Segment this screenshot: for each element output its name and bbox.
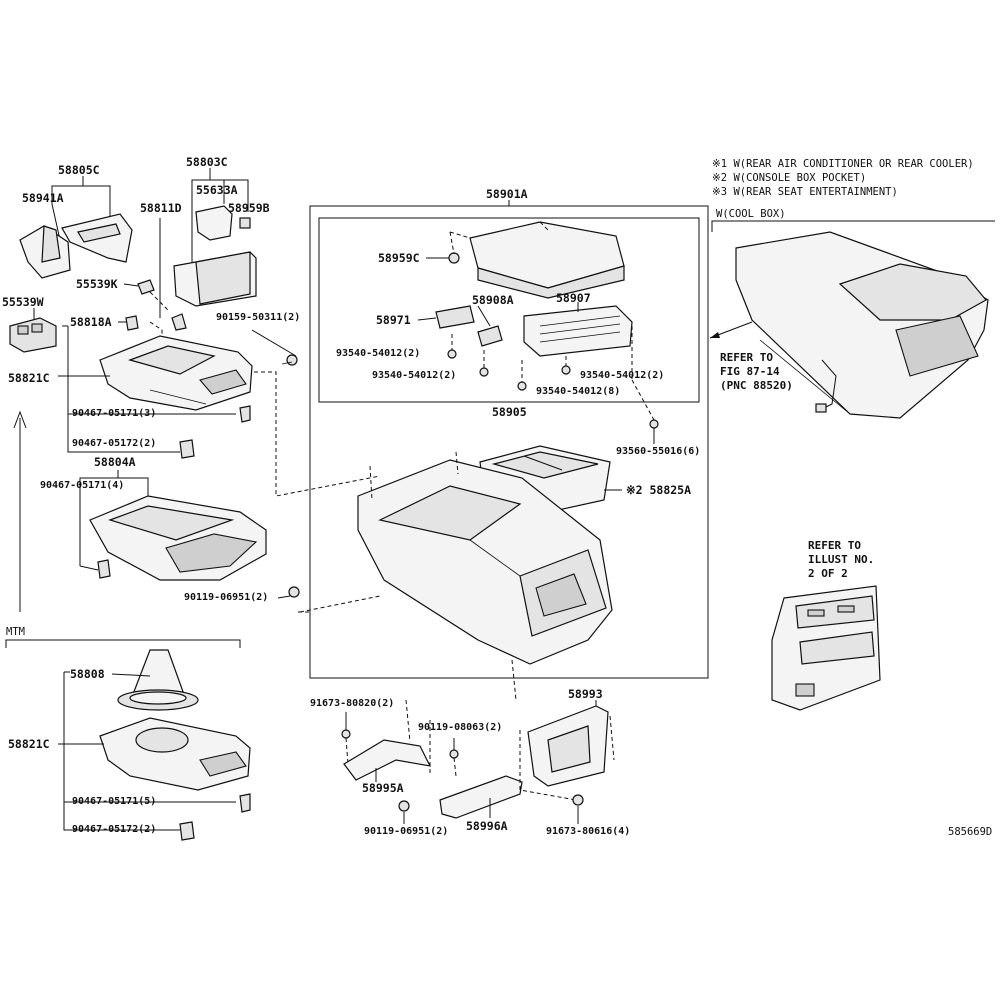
label-58959B: 58959B [228,201,270,215]
label-58821C-bottom: 58821C [8,737,50,751]
label-58818A: 58818A [70,315,112,329]
part-55633A [195,205,233,241]
bolt-90159 [286,354,298,366]
label-58995A: 58995A [362,781,404,795]
diagram-id: 585669D [948,826,993,838]
label-58805C: 58805C [58,163,100,177]
label-58941A: 58941A [22,191,64,205]
note-3: ※3 W(REAR SEAT ENTERTAINMENT) [712,186,898,198]
label-90467-05171-5: 90467-05171(5) [72,796,157,807]
note-2: ※2 W(CONSOLE BOX POCKET) [712,172,867,184]
label-90467-05172-2-top: 90467-05172(2) [72,438,157,449]
bolt-90119-06951-bot [398,800,410,812]
clip-90467-05171-5 [239,793,251,813]
label-93540-a: 93540-54012(2) [336,348,421,359]
label-58804A: 58804A [94,455,136,469]
label-58905: 58905 [492,405,527,419]
mtm-label: MTM [6,626,25,638]
label-93540-b: 93540-54012(2) [372,370,457,381]
part-55539W [9,317,57,353]
label-93540-8: 93540-54012(8) [536,386,621,397]
part-55539K [137,279,155,295]
part-58811D [171,313,187,331]
note-1: ※1 W(REAR AIR CONDITIONER OR REAR COOLER… [712,158,974,170]
label-90467-05172-2-bottom: 90467-05172(2) [72,824,157,835]
label-90159-50311: 90159-50311(2) [216,312,301,323]
label-90467-05171-4: 90467-05171(4) [40,480,125,491]
bolt-90119-08063 [449,749,459,759]
screw-91673-80820 [341,729,351,739]
illust-ref-3: 2 OF 2 [808,567,848,580]
part-58959C [448,252,460,264]
label-58821C-top: 58821C [8,371,50,385]
illust-ref-1: REFER TO [808,539,861,552]
label-55539W: 55539W [2,295,44,309]
label-58803C: 58803C [186,155,228,169]
screw-91673-80616 [572,794,584,806]
cool-box-ref-1: REFER TO [720,351,773,364]
part-58959B [239,217,251,229]
label-58971: 58971 [376,313,411,327]
screw-93540-c [561,365,571,375]
clip-90467-05172 [179,439,195,459]
cool-box-title: W(COOL BOX) [716,208,786,220]
label-91673-80616: 91673-80616(4) [546,826,631,837]
label-55539K: 55539K [76,277,118,291]
arrow-left-icon [710,332,720,338]
label-93540-c: 93540-54012(2) [580,370,665,381]
cool-box-bracket [711,220,995,232]
illust-ref-2: ILLUST NO. [808,553,875,566]
cool-box-ref-3: (PNC 88520) [720,379,793,392]
label-90467-05171-3: 90467-05171(3) [72,408,157,419]
part-58971 [435,305,475,329]
label-90119-08063: 90119-08063(2) [418,722,503,733]
subassembly-box-58905 [318,217,700,403]
cool-box-ref-2: FIG 87-14 [720,365,780,378]
part-58908A [477,325,503,347]
screw-93540-a [447,349,457,359]
screw-93540-b [479,367,489,377]
part-58995A [343,739,432,781]
screw-93540-8 [517,381,527,391]
label-90119-06951-2-top: 90119-06951(2) [184,592,269,603]
label-90119-06951-2-bottom: 90119-06951(2) [364,826,449,837]
label-58996A: 58996A [466,819,508,833]
label-91673-80820: 91673-80820(2) [310,698,395,709]
clip-90467-05171 [239,405,251,423]
label-58907: 58907 [556,291,591,305]
label-58808: 58808 [70,667,105,681]
label-58908A: 58908A [472,293,514,307]
label-58993: 58993 [568,687,603,701]
clip-90467-05171-4 [97,559,111,579]
clip-90467-05172-bot [179,821,195,841]
part-58907 [523,305,633,357]
label-58901A: 58901A [486,187,528,201]
part-58818A [125,315,139,331]
label-93560-55016: 93560-55016(6) [616,446,701,457]
screw-93560 [649,419,659,429]
part-58996A [439,775,523,819]
label-58825A: ※2 58825A [626,483,692,497]
label-55633A: 55633A [196,183,238,197]
label-58959C: 58959C [378,251,420,265]
mtm-bracket [5,639,241,648]
label-58811D: 58811D [140,201,182,215]
bolt-90119-06951-top [288,586,300,598]
arrow-up-icon [13,410,27,429]
